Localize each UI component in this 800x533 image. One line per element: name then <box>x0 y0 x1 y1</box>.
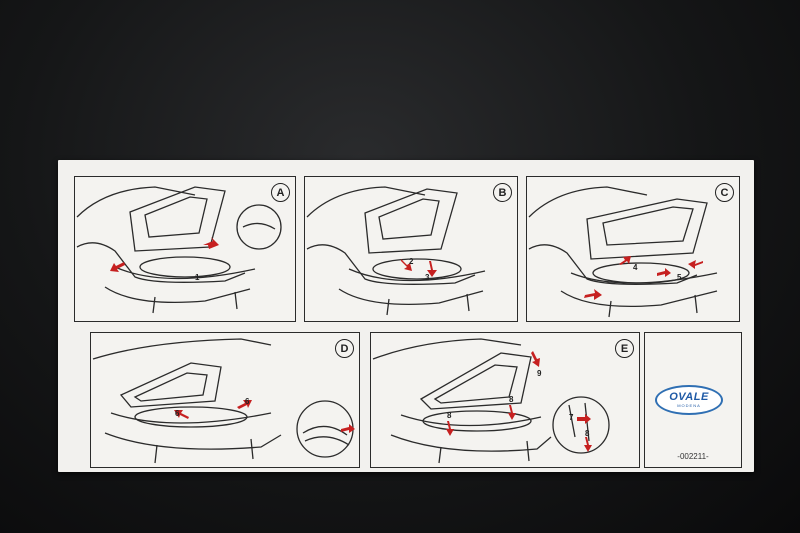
logo-brand: OVALE <box>669 391 709 403</box>
step-number: 6 <box>175 409 180 418</box>
panel-letter-a: A <box>271 183 290 202</box>
panel-c: C 4 5 <box>526 176 740 322</box>
car-trunk-illustration-d <box>92 338 355 464</box>
step-number: 3 <box>425 273 430 282</box>
panel-d: D 6 6 <box>90 332 360 468</box>
instruction-card: A 1 B 2 3 <box>58 160 754 472</box>
step-number: 1 <box>195 273 200 282</box>
step-number: 8 <box>509 395 514 404</box>
logo-sub: MODENA <box>677 403 701 408</box>
step-number: 8 <box>447 411 452 420</box>
car-trunk-illustration-a <box>76 186 282 314</box>
panel-e: E 9 8 8 7 8 <box>370 332 640 468</box>
panel-letter-d: D <box>335 339 354 358</box>
car-trunk-illustration-c <box>528 186 718 318</box>
logo-panel: OVALE MODENA -002211- <box>644 332 742 468</box>
panel-a: A 1 <box>74 176 296 322</box>
step-number: 8 <box>585 429 590 438</box>
panel-letter-c: C <box>715 183 734 202</box>
step-number: 7 <box>569 413 574 422</box>
panel-letter-e: E <box>615 339 634 358</box>
step-number: 4 <box>633 263 638 272</box>
part-code: -002211- <box>677 452 709 461</box>
ovale-logo: OVALE MODENA <box>655 385 723 415</box>
car-trunk-illustration-e <box>372 338 610 464</box>
panel-b: B 2 3 <box>304 176 518 322</box>
panel-letter-b: B <box>493 183 512 202</box>
step-number: 6 <box>245 397 250 406</box>
car-trunk-illustration-b <box>306 186 486 316</box>
step-number: 5 <box>677 273 682 282</box>
step-number: 9 <box>537 369 542 378</box>
step-number: 2 <box>409 257 414 266</box>
